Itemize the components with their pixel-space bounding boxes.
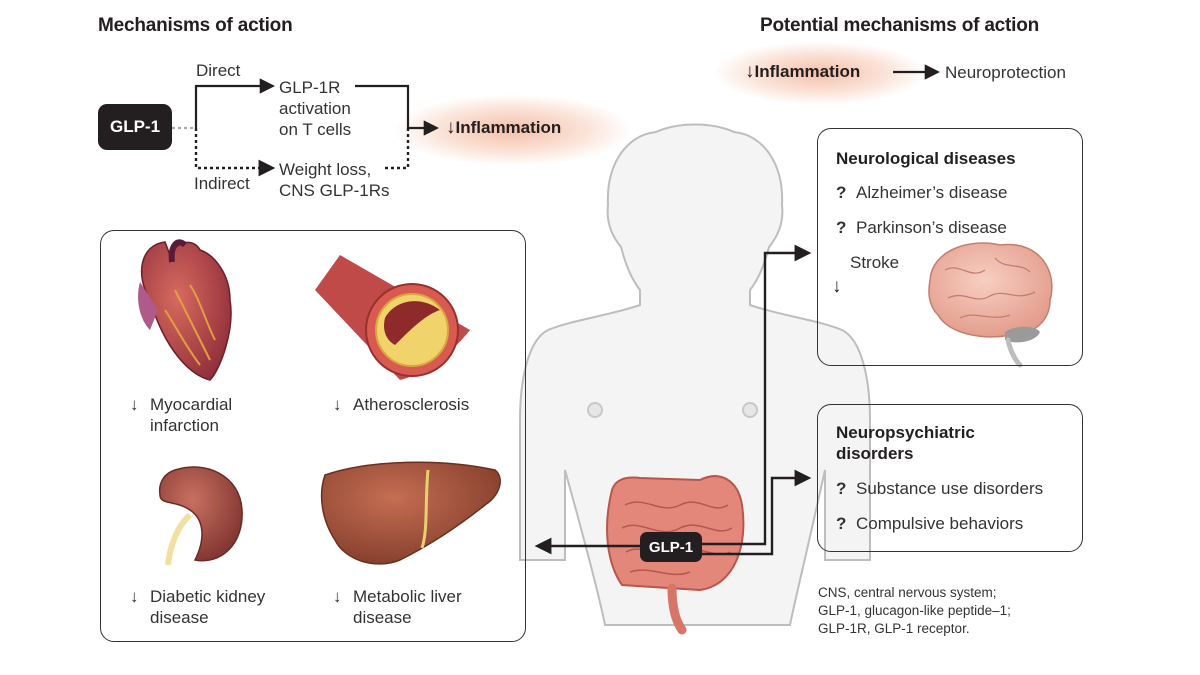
inflammation-glow-right [715, 42, 925, 104]
body-silhouette [519, 123, 871, 626]
direct-target: GLP-1R activation on T cells [279, 77, 351, 140]
direct-path [172, 78, 440, 136]
organ-kidney: ↓ Diabetic kidney disease [130, 586, 265, 628]
psych-item-label: Substance use disorders [856, 479, 1044, 498]
neuroprotection-label: Neuroprotection [945, 63, 1066, 82]
organ-liver: ↓ Metabolic liver disease [333, 586, 462, 628]
artery-icon [315, 255, 470, 380]
potential-inflammation: ↓Inflammation [745, 61, 860, 82]
liver-icon [320, 461, 501, 565]
organ-label-line-2: infarction [150, 416, 219, 435]
organ-myocardial: ↓ Myocardial infarction [130, 394, 232, 436]
neuropsychiatric-panel [817, 404, 1083, 552]
neuro-item-label: Alzheimer’s disease [856, 183, 1008, 202]
organ-label-line-1: Atherosclerosis [353, 395, 470, 414]
question-mark: ? [836, 479, 847, 498]
down-arrow-icon: ↓ [130, 395, 139, 414]
neuro-item-label: Stroke [850, 253, 900, 272]
gut-glp1-label: GLP-1 [648, 538, 694, 556]
footnote: CNS, central nervous system; GLP-1, gluc… [818, 584, 1011, 638]
mechanisms-title: Mechanisms of action [98, 15, 293, 36]
organ-label-line-1: Myocardial [150, 395, 233, 414]
down-arrow-icon: ↓ [745, 61, 755, 82]
indirect-target-line-2: CNS GLP-1Rs [279, 181, 390, 200]
gut-output-arrows [534, 244, 812, 556]
psych-item-label: Compulsive behaviors [856, 514, 1024, 533]
down-arrow-icon: ↓ [333, 587, 342, 606]
indirect-path [194, 128, 410, 177]
organs-panel [100, 230, 526, 642]
organ-label-line-2: disease [353, 608, 412, 627]
potential-inflammation-label: Inflammation [754, 62, 861, 81]
question-mark: ? [836, 183, 847, 202]
down-arrow-icon: ↓ [446, 117, 456, 138]
inflammation-outcome-label: Inflammation [455, 118, 562, 137]
psych-item-substance: ? Substance use disorders [836, 478, 1043, 499]
potential-title: Potential mechanisms of action [760, 15, 1040, 36]
neuropsychiatric-title-line-2: disorders [836, 444, 914, 463]
direct-target-line-1: GLP-1R [279, 78, 341, 97]
footnote-line-1: CNS, central nervous system; [818, 585, 997, 600]
footnote-line-2: GLP-1, glucagon-like peptide–1; [818, 603, 1011, 618]
direct-label: Direct [196, 61, 241, 80]
neuro-item-parkinsons: ? Parkinson’s disease [836, 217, 1007, 238]
neuro-item-label: Parkinson’s disease [856, 218, 1007, 237]
organ-label-line-1: Metabolic liver [353, 587, 462, 606]
psych-item-compulsive: ? Compulsive behaviors [836, 513, 1023, 534]
neuropsychiatric-title: Neuropsychiatric disorders [836, 422, 975, 464]
neuropsychiatric-title-line-1: Neuropsychiatric [836, 423, 975, 442]
neuro-item-stroke: Stroke [830, 252, 899, 273]
glp1-source-label: GLP-1 [109, 117, 161, 136]
indirect-target: Weight loss, CNS GLP-1Rs [279, 159, 390, 201]
brain-icon [928, 242, 1053, 368]
organ-label-line-2: disease [150, 608, 209, 627]
indirect-label: Indirect [194, 174, 250, 193]
question-mark: ? [836, 218, 847, 237]
organ-atherosclerosis: ↓ Atherosclerosis [333, 394, 469, 415]
down-arrow-icon: ↓ [130, 587, 139, 606]
gut-glp1-box: GLP-1 [640, 532, 702, 562]
organ-label-line-1: Diabetic kidney [150, 587, 266, 606]
kidney-icon [158, 466, 243, 566]
question-mark: ? [836, 514, 847, 533]
neurological-diseases-panel [817, 128, 1083, 366]
down-arrow-icon: ↓ [333, 395, 342, 414]
direct-target-line-3: on T cells [279, 120, 352, 139]
neuro-item-alzheimers: ? Alzheimer’s disease [836, 182, 1008, 203]
direct-target-line-2: activation [279, 99, 351, 118]
down-arrow-icon: ↓ [832, 276, 842, 297]
footnote-line-3: GLP-1R, GLP-1 receptor. [818, 621, 970, 636]
glp1-source-box: GLP-1 [98, 104, 172, 150]
indirect-target-line-1: Weight loss, [279, 160, 372, 179]
inflammation-outcome: ↓Inflammation [446, 117, 561, 138]
neurological-title: Neurological diseases [836, 149, 1016, 168]
heart-icon [138, 239, 232, 381]
